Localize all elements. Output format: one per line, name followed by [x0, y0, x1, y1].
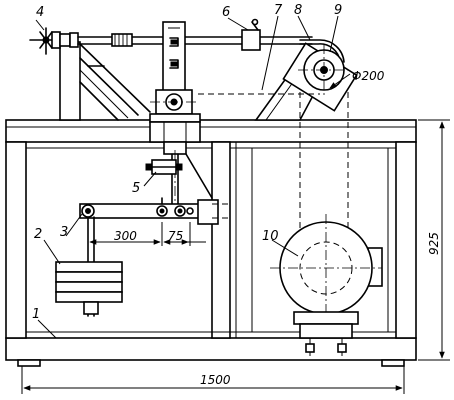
horizontal-rod — [77, 33, 313, 47]
screw-handwheel — [29, 27, 79, 55]
upper-tower — [59, 41, 151, 121]
dimension-frame-width: 1500 — [200, 373, 231, 387]
callout-1: 1 — [32, 307, 40, 322]
tie-rod — [185, 153, 213, 199]
rod-clamp — [241, 18, 261, 51]
callout-9: 9 — [334, 3, 342, 18]
callout-leaders — [35, 15, 339, 339]
slider-column — [162, 21, 186, 99]
main-frame — [5, 119, 417, 367]
callout-numbers: 1 2 3 4 5 6 7 8 9 10 — [32, 3, 342, 322]
callout-3: 3 — [60, 225, 68, 240]
coupling-block — [145, 159, 183, 175]
lever-arm — [79, 197, 232, 225]
dimension-texts: 300 75 Φ200 925 1500 — [114, 69, 441, 387]
dimension-lines — [21, 73, 450, 394]
callout-7: 7 — [274, 3, 283, 18]
callout-5: 5 — [132, 181, 140, 196]
callout-10: 10 — [262, 229, 279, 244]
callout-4: 4 — [36, 5, 44, 20]
upper-bearing — [150, 89, 198, 115]
callout-2: 2 — [34, 227, 42, 242]
dimension-arm-offset: 75 — [168, 229, 183, 243]
electric-motor — [270, 214, 383, 356]
callout-8: 8 — [294, 3, 302, 18]
pulley — [282, 42, 358, 112]
callout-6: 6 — [222, 5, 230, 20]
dimension-pulley-diameter: Φ200 — [352, 69, 385, 83]
dimension-frame-height: 925 — [427, 232, 441, 255]
dimension-arm-length: 300 — [114, 229, 137, 243]
rail-bearing — [149, 113, 201, 155]
